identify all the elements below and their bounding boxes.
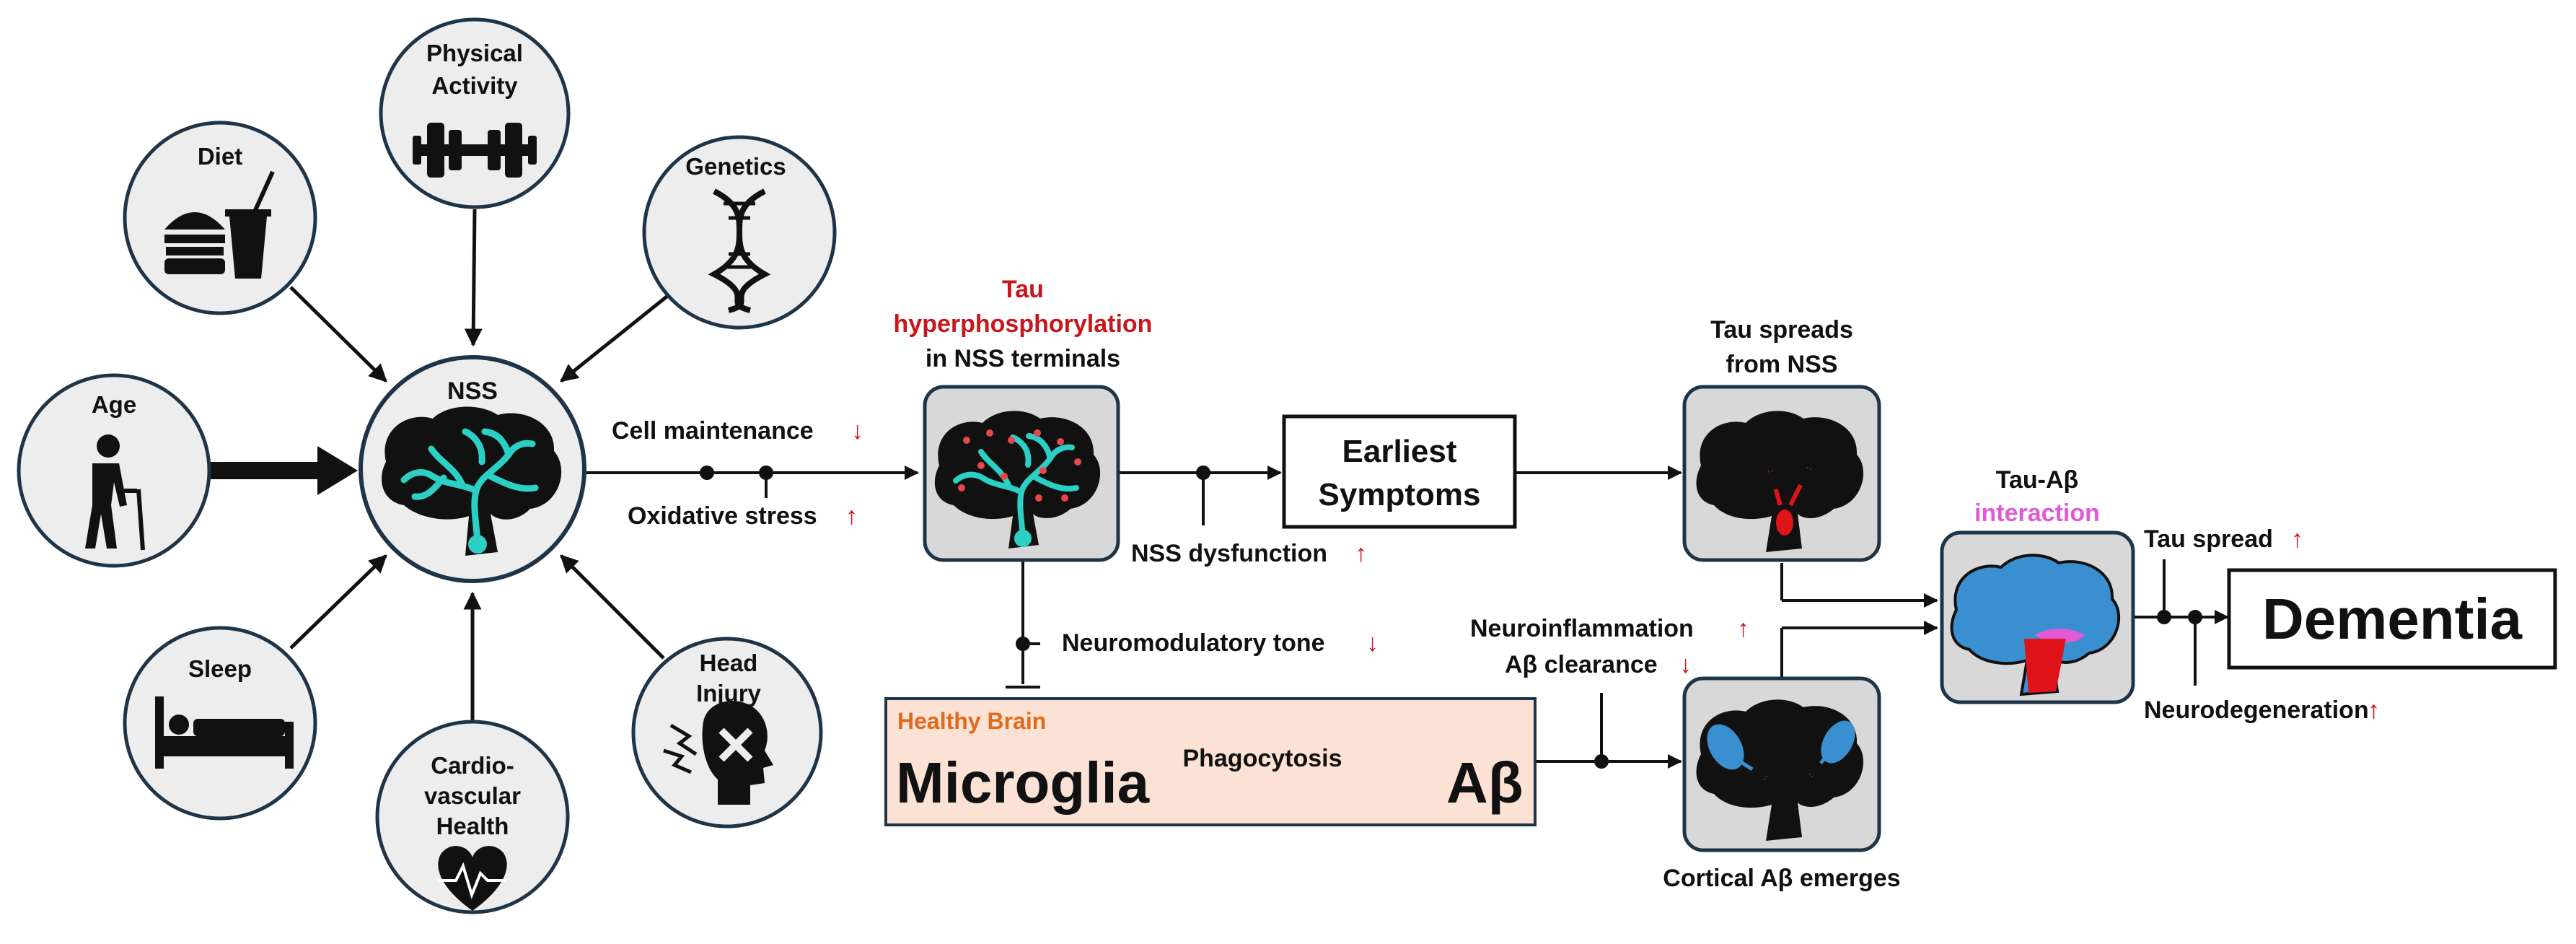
earliest-symptoms-box: Earliest Symptoms	[1282, 414, 1517, 529]
tau-spread-brain-node	[1682, 385, 1881, 562]
neurodegeneration-arrow: ↑	[2368, 696, 2380, 724]
tau-spreads-line1: Tau spreads	[1710, 316, 1853, 344]
brain-icon	[1696, 699, 1864, 841]
factor-cardiovascular-health: Cardio- vascular Health	[375, 720, 570, 914]
abeta-clearance-label: Aβ clearance	[1505, 651, 1658, 678]
cortical-abeta-brain-node	[1682, 676, 1881, 852]
head-injury-icon	[663, 701, 773, 805]
factor-age: Age	[17, 373, 211, 568]
factor-sleep: Sleep	[123, 626, 317, 821]
phagocytosis-label: Phagocytosis	[1182, 745, 1342, 772]
factor-head-injury: Head Injury	[631, 637, 823, 829]
bed-icon	[155, 696, 294, 769]
svg-text:Genetics: Genetics	[685, 153, 786, 180]
factor-genetics: Genetics	[642, 135, 837, 330]
neuromodulatory-tone-arrow: ↓	[1366, 629, 1379, 657]
nss-node: NSS	[359, 355, 586, 583]
tau-title-line2: hyperphosphorylation	[894, 310, 1153, 338]
tau-spreads-line2: from NSS	[1726, 351, 1838, 378]
tau-abeta-brain-node	[1940, 530, 2135, 704]
brain-icon	[381, 406, 562, 556]
neuroinflammation-arrow: ↑	[1737, 615, 1749, 642]
svg-text:Health: Health	[436, 813, 509, 839]
abeta-clearance-arrow: ↓	[1679, 651, 1692, 678]
cell-maintenance-label: Cell maintenance	[612, 417, 814, 445]
abeta-label: Aβ	[1446, 751, 1524, 815]
svg-text:Activity: Activity	[431, 72, 518, 99]
tau-brain-node	[923, 385, 1120, 562]
microglia-label: Microglia	[896, 751, 1150, 815]
svg-text:Symptoms: Symptoms	[1319, 477, 1481, 512]
neuromodulatory-tone-label: Neuromodulatory tone	[1062, 629, 1325, 657]
svg-text:vascular: vascular	[424, 782, 521, 809]
nss-dysfunction-arrow: ↑	[1355, 540, 1367, 567]
heart-pulse-icon	[438, 846, 507, 911]
svg-text:Earliest: Earliest	[1342, 434, 1457, 469]
healthy-brain-box: Healthy Brain Microglia Phagocytosis Aβ	[884, 697, 1537, 826]
factor-diet: Diet	[123, 121, 317, 315]
cell-maintenance-arrow: ↓	[851, 417, 863, 445]
tau-title-line1: Tau	[1002, 276, 1044, 303]
dementia-box: Dementia	[2227, 568, 2557, 670]
svg-text:Dementia: Dementia	[2262, 587, 2523, 651]
healthy-brain-header: Healthy Brain	[897, 708, 1046, 734]
svg-text:Age: Age	[92, 391, 136, 418]
cortical-abeta-label: Cortical Aβ emerges	[1663, 865, 1900, 892]
tau-abeta-title: Tau-Aβ	[1996, 466, 2079, 494]
dna-icon	[708, 188, 771, 313]
dumbbell-icon	[413, 123, 537, 178]
factor-physical-activity: Physical Activity	[379, 17, 571, 209]
tau-spread-arrow: ↑	[2291, 525, 2303, 553]
svg-text:Head: Head	[700, 650, 758, 676]
tau-spread-label: Tau spread	[2144, 525, 2273, 553]
brain-icon	[1696, 411, 1864, 552]
svg-text:Cardio-: Cardio-	[431, 752, 514, 779]
tau-title-line3: in NSS terminals	[926, 345, 1120, 372]
svg-text:Physical: Physical	[426, 40, 523, 66]
age-thick-arrow	[211, 446, 358, 495]
nss-dysfunction-label: NSS dysfunction	[1131, 540, 1327, 567]
neurodegeneration-label: Neurodegeneration	[2144, 696, 2369, 724]
svg-text:NSS: NSS	[447, 377, 498, 405]
brain-icon	[1950, 554, 2120, 696]
oxidative-stress-arrow: ↑	[845, 502, 858, 530]
elderly-person-icon	[85, 434, 145, 551]
svg-text:Sleep: Sleep	[188, 655, 252, 682]
factor-arrows	[289, 209, 671, 722]
neuroinflammation-label: Neuroinflammation	[1470, 615, 1694, 642]
interaction-label: interaction	[1974, 499, 2100, 527]
oxidative-stress-label: Oxidative stress	[628, 502, 817, 530]
pathway-nodes	[700, 466, 2202, 769]
burger-drink-icon	[164, 170, 275, 279]
brain-icon	[934, 411, 1101, 549]
svg-text:Diet: Diet	[198, 143, 242, 170]
